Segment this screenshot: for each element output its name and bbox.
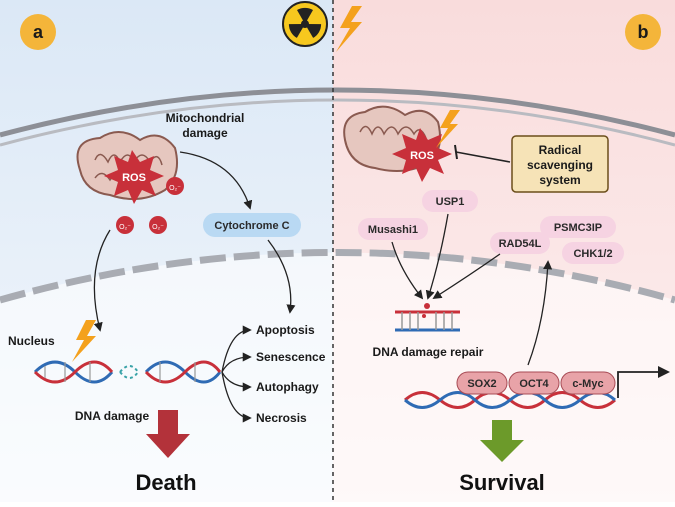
panel-a-badge: a xyxy=(20,14,56,50)
rad54l-pill: RAD54L xyxy=(490,232,550,254)
superoxide-label: O₂⁻ xyxy=(152,224,164,231)
radical-label-1: Radical xyxy=(539,143,582,157)
mito-damage-label-2: damage xyxy=(182,126,228,140)
superoxide-label: O₂⁻ xyxy=(169,185,181,192)
radical-scavenging-box: Radical scavenging system xyxy=(511,135,609,193)
arrow-cytochrome-to-apoptosis xyxy=(267,239,296,314)
transcription-arrowhead-icon xyxy=(658,366,670,378)
chk-pill: CHK1/2 xyxy=(562,242,624,264)
arrow-to-necrosis xyxy=(221,371,252,423)
dna-repair-label: DNA damage repair xyxy=(373,345,484,359)
ros-label-left: ROS xyxy=(122,172,146,184)
arrow-musashi1-to-repair xyxy=(391,241,424,300)
radical-label-2: scavenging xyxy=(527,158,593,172)
arrow-to-senescence xyxy=(221,352,252,373)
arrow-mito-to-cytochrome xyxy=(179,151,253,210)
usp1-pill: USP1 xyxy=(422,190,478,212)
superoxide-bubble: O₂⁻ xyxy=(116,216,134,234)
musashi1-pill: Musashi1 xyxy=(358,218,428,240)
inhibition-bar xyxy=(454,144,458,160)
panel-a-badge-label: a xyxy=(33,22,44,42)
cytochrome-c-pill: Cytochrome C xyxy=(203,213,301,237)
arrow-ros-to-dna xyxy=(93,229,111,332)
ros-burst-left: ROS xyxy=(104,150,164,204)
arrow-rad54l-to-repair xyxy=(432,253,501,299)
superoxide-bubble: O₂⁻ xyxy=(166,177,184,195)
outcome-autophagy: Autophagy xyxy=(256,380,319,394)
survival-arrow-icon xyxy=(480,420,524,462)
death-arrow-icon xyxy=(146,410,190,458)
dna-helix-right xyxy=(404,391,616,409)
survival-label: Survival xyxy=(459,470,545,495)
cell-membrane-inner xyxy=(0,98,675,147)
panel-b-badge: b xyxy=(625,14,661,50)
psmc3ip-pill: PSMC3IP xyxy=(540,216,616,238)
superoxide-label: O₂⁻ xyxy=(119,224,131,231)
panel-b-badge-label: b xyxy=(638,22,649,42)
inhibition-line xyxy=(455,151,511,163)
lightning-icon xyxy=(72,320,96,362)
death-label: Death xyxy=(135,470,196,495)
radical-label-3: system xyxy=(539,173,580,187)
cmyc-label: c-Myc xyxy=(572,378,603,390)
cell-membrane xyxy=(0,87,675,138)
dna-repair-icon xyxy=(395,303,460,332)
musashi1-label: Musashi1 xyxy=(368,224,418,236)
mito-damage-label-1: Mitochondrial xyxy=(166,111,245,125)
cytochrome-c-label: Cytochrome C xyxy=(214,220,289,232)
rad54l-label: RAD54L xyxy=(499,238,542,250)
superoxide-bubble: O₂⁻ xyxy=(149,216,167,234)
chk-label: CHK1/2 xyxy=(573,248,612,260)
arrow-to-autophagy xyxy=(221,371,252,392)
ros-burst-right: ROS xyxy=(392,128,452,182)
lightning-icon xyxy=(436,110,460,148)
outcome-apoptosis: Apoptosis xyxy=(256,323,315,337)
dna-damaged xyxy=(33,360,222,384)
cmyc-pill: c-Myc xyxy=(560,371,616,395)
nucleus-label: Nucleus xyxy=(8,334,55,348)
lightning-icon xyxy=(336,6,362,52)
psmc3ip-label: PSMC3IP xyxy=(554,222,602,234)
transcription-start-arrow xyxy=(617,371,660,398)
radiation-icon xyxy=(282,1,328,47)
dna-damage-label: DNA damage xyxy=(75,409,150,423)
ros-label-right: ROS xyxy=(410,150,434,162)
arrow-to-apoptosis xyxy=(221,325,252,373)
outcome-necrosis: Necrosis xyxy=(256,411,307,425)
sox2-label: SOX2 xyxy=(467,378,496,390)
oct4-pill: OCT4 xyxy=(508,371,560,395)
oct4-label: OCT4 xyxy=(519,378,549,390)
sox2-pill: SOX2 xyxy=(456,371,508,395)
arrow-tf-to-repair-genes xyxy=(527,260,553,366)
usp1-label: USP1 xyxy=(436,196,465,208)
arrow-usp1-to-repair xyxy=(425,213,449,300)
nuclear-envelope xyxy=(0,249,675,304)
outcome-senescence: Senescence xyxy=(256,350,326,364)
